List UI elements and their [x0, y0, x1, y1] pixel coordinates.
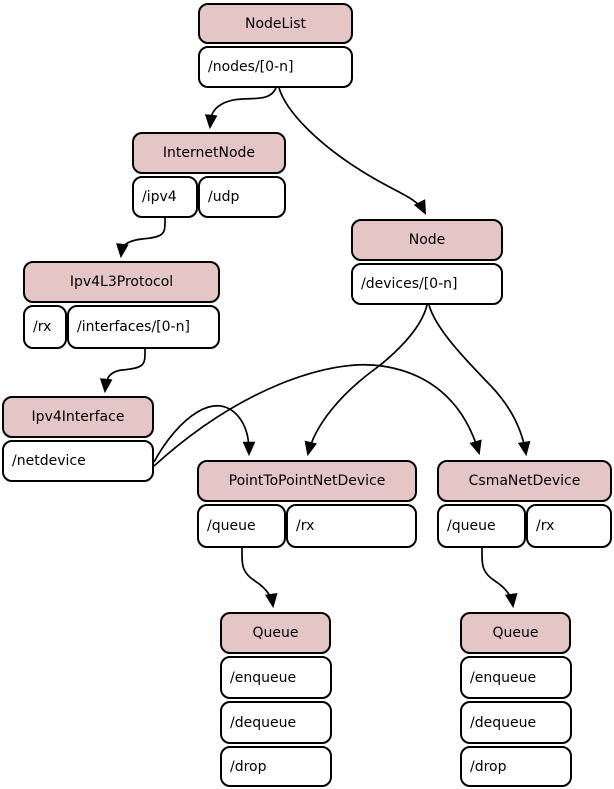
- node-title-pointtopointnetdevice: PointToPointNetDevice: [197, 460, 417, 502]
- path-cell-csmanetdevice-rx: /rx: [526, 504, 612, 548]
- node-title-ipv4l3protocol: Ipv4L3Protocol: [23, 261, 220, 303]
- path-cell-queue-right-enqueue: /enqueue: [460, 656, 572, 699]
- node-title-csmanetdevice: CsmaNetDevice: [437, 460, 612, 502]
- edge-nodelist-nodes-0-n--to--internetnode: [204, 87, 277, 130]
- edge-ipv4interface-netdevice--to--csmanetdevice: [153, 363, 482, 467]
- path-cell-queue-right-drop: /drop: [460, 746, 572, 787]
- edge-ipv4interface-netdevice--to--pointtopointnetdevice: [153, 405, 256, 463]
- path-cell-queue-right-dequeue: /dequeue: [460, 701, 572, 744]
- node-title-nodelist: NodeList: [198, 3, 353, 44]
- node-title-queue-right: Queue: [460, 612, 571, 654]
- edge-ipv4l3protocol-interfaces-0-n--to--ipv4interface: [99, 348, 146, 394]
- edge-nodelist-nodes-0-n--to--node: [278, 87, 426, 215]
- path-cell-internetnode-udp: /udp: [198, 176, 286, 218]
- path-cell-pointtopointnetdevice-queue: /queue: [197, 504, 286, 548]
- path-cell-pointtopointnetdevice-rx: /rx: [286, 504, 417, 548]
- path-cell-ipv4interface-netdevice: /netdevice: [2, 440, 154, 482]
- node-title-node: Node: [351, 219, 503, 261]
- edge-internetnode-ipv4--to--ipv4l3protocol: [116, 217, 166, 259]
- node-title-queue-left: Queue: [220, 612, 331, 654]
- path-cell-queue-left-enqueue: /enqueue: [220, 656, 332, 699]
- edge-node-devices-0-n--to--pointtopointnetdevice: [304, 304, 428, 457]
- path-cell-ipv4l3protocol-rx: /rx: [23, 305, 67, 349]
- edge-csmanetdevice-queue--to--queue-right: [481, 547, 518, 609]
- path-cell-node-devices-0-n: /devices/[0-n]: [351, 263, 503, 305]
- path-cell-queue-left-drop: /drop: [220, 746, 332, 787]
- path-cell-nodelist-nodes-0-n: /nodes/[0-n]: [198, 46, 353, 88]
- path-cell-ipv4l3protocol-interfaces-0-n: /interfaces/[0-n]: [67, 305, 220, 349]
- node-title-ipv4interface: Ipv4Interface: [2, 396, 154, 438]
- path-cell-csmanetdevice-queue: /queue: [437, 504, 526, 548]
- path-cell-internetnode-ipv4: /ipv4: [132, 176, 198, 218]
- edge-pointtopointnetdevice-queue--to--queue-left: [241, 547, 278, 609]
- node-title-internetnode: InternetNode: [132, 132, 286, 174]
- path-cell-queue-left-dequeue: /dequeue: [220, 701, 332, 744]
- edge-node-devices-0-n--to--csmanetdevice: [428, 304, 531, 457]
